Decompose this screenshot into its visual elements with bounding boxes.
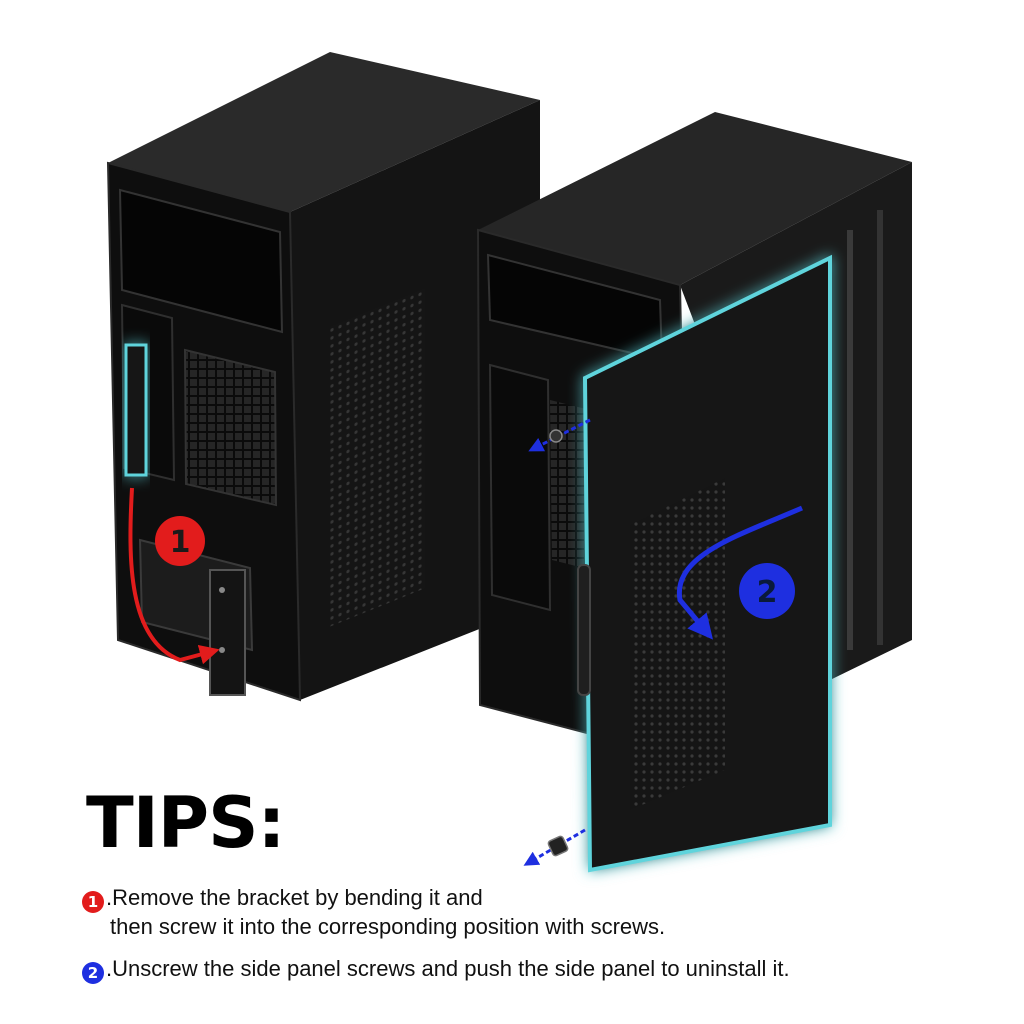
rear-fan-grid: [183, 348, 278, 507]
red-arrow: [128, 487, 220, 665]
tip-item-2: 2.Unscrew the side panel screws and push…: [82, 955, 790, 984]
callout-2: 2: [739, 563, 795, 619]
blue-screw-arrow-bottom: [523, 828, 586, 866]
psu-cutout: [118, 188, 284, 334]
tip-1-line-2: then screw it into the corresponding pos…: [110, 914, 666, 939]
right-io-area: [488, 363, 552, 612]
left-case-top: [108, 52, 540, 212]
right-case-top: [478, 112, 912, 285]
right-case: [476, 112, 912, 873]
screw-bottom: [547, 835, 569, 857]
tips-title: TIPS:: [86, 782, 286, 864]
side-panel-handle: [577, 564, 591, 696]
left-case: [106, 52, 540, 702]
tip-2-line-1: .Unscrew the side panel screws and push …: [106, 956, 790, 981]
side-panel-vent-front: [630, 478, 725, 810]
tip-1-line-1: .Remove the bracket by bending it and: [106, 885, 483, 910]
callout-1: 1: [155, 516, 205, 566]
removed-bracket: [124, 343, 148, 477]
right-fan-grid: [550, 400, 592, 570]
screw-top: [549, 429, 563, 443]
callout-1-number: 1: [170, 525, 191, 560]
interior-drive-rails: [847, 210, 883, 650]
tip-item-1: 1.Remove the bracket by bending it and t…: [82, 884, 665, 940]
blue-screw-arrow-top: [528, 418, 591, 452]
tip-number-badge: 2: [82, 962, 104, 984]
left-case-side-vent: [330, 288, 425, 627]
tip-number-badge: 1: [82, 891, 104, 913]
callout-2-number: 2: [757, 575, 778, 610]
bracket-installed: [209, 569, 246, 696]
blue-curved-arrow: [676, 505, 803, 640]
